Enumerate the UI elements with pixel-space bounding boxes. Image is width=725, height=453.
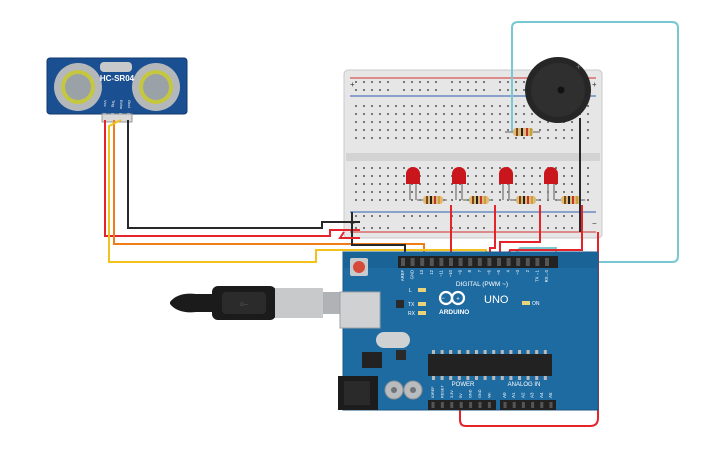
digital-pin-label: 13	[419, 269, 424, 274]
arduino-uno-board: AREF GND 13 12 ~11 ~10 ~9 8 7 ~6 ~5 4 ~3 2 TX→1 RX←0 DI…	[338, 251, 599, 411]
power-pin-label: GND	[478, 389, 482, 398]
digital-pin-label: TX→1	[534, 269, 539, 282]
digital-pin-socket	[429, 258, 434, 266]
digital-pin-socket	[487, 258, 492, 266]
svg-text:+: +	[456, 297, 460, 303]
rail-minus-label-right: −	[592, 219, 597, 228]
digital-pin-socket	[477, 258, 482, 266]
led-resistor-1	[417, 196, 447, 204]
power-pin-label: Vin	[487, 393, 491, 398]
analog-pin-label: A5	[548, 392, 553, 398]
power-pin-label: GND	[469, 389, 473, 398]
analog-pin-label: A2	[520, 392, 525, 398]
power-header-label: POWER	[452, 382, 475, 388]
digital-pin-socket	[439, 258, 444, 266]
digital-pin-label: ~3	[515, 269, 520, 274]
digital-header	[401, 258, 549, 266]
digital-pin-socket	[525, 258, 530, 266]
analog-pin-label: A3	[530, 392, 535, 398]
led-4	[544, 167, 558, 200]
sensor-pin-label: Echo	[119, 100, 124, 110]
analog-pin-label: A1	[511, 392, 516, 398]
digital-pin-socket	[535, 258, 540, 266]
piezo-buzzer: +	[525, 57, 591, 123]
sensor-pin-label: Vcc	[103, 100, 108, 107]
digital-pin-socket	[449, 258, 453, 266]
led-2	[452, 167, 466, 200]
power-pin-label: RESET	[440, 385, 444, 398]
digital-pin-socket	[545, 258, 549, 266]
digital-pin-socket	[516, 258, 521, 266]
buzzer-plus-mark: +	[576, 62, 581, 72]
analog-pin-labels: A0 A1 A2 A3 A4 A5	[502, 392, 553, 408]
analog-header-label: ANALOG IN	[508, 382, 541, 388]
rail-plus-label-right: +	[592, 80, 597, 89]
digital-pin-label: ~9	[458, 269, 463, 274]
led-3	[499, 167, 513, 200]
sensor-pin-label: Gnd	[127, 100, 132, 108]
svg-text:−: −	[441, 296, 445, 302]
digital-pin-socket	[497, 258, 501, 266]
arduino-model-label: UNO	[484, 294, 509, 306]
on-label: ON	[532, 301, 540, 307]
analog-pin-label: A0	[502, 392, 507, 398]
usb-symbol-icon: ⟜	[240, 297, 249, 310]
led-resistor-3	[510, 196, 540, 204]
power-pin-labels: IOREF RESET 3.3V 5V GND GND Vin	[431, 385, 491, 408]
digital-pin-label: RX←0	[544, 269, 549, 282]
digital-pin-label: GND	[410, 270, 415, 279]
power-pin-label: IOREF	[431, 386, 435, 398]
digital-pin-label: ~11	[438, 269, 443, 276]
led-resistor-2	[463, 196, 493, 204]
atmega-chip-pins	[432, 350, 547, 380]
analog-pin-label: A4	[539, 392, 544, 398]
digital-pin-label: 2	[525, 269, 530, 272]
rx-label: RX	[408, 311, 416, 317]
digital-pin-label: AREF	[400, 270, 405, 282]
sensor-pin-label: Trig	[111, 100, 116, 107]
tx-label: TX	[408, 302, 415, 308]
arduino-logo: − +	[438, 290, 466, 306]
digital-pin-label: ~5	[496, 269, 501, 274]
digital-pin-socket	[410, 258, 415, 266]
digital-pin-label: 8	[467, 269, 472, 272]
power-pin-label: 3.3V	[450, 390, 454, 398]
led-1	[406, 167, 420, 200]
digital-pin-socket	[458, 258, 463, 266]
sensor-model-label: HC-SR04	[100, 74, 135, 83]
digital-pin-label: 4	[506, 269, 511, 272]
power-pin-label: 5V	[459, 393, 463, 398]
digital-pin-label: 12	[429, 269, 434, 274]
buzzer-resistor	[505, 128, 540, 136]
digital-pin-label: ~6	[486, 269, 491, 274]
digital-pin-label: 7	[477, 269, 482, 272]
led-l-label: L	[409, 288, 412, 294]
digital-pin-label: ~10	[448, 269, 453, 277]
rail-plus-label: +	[350, 80, 355, 89]
arduino-brand-label: ARDUINO	[439, 309, 469, 316]
digital-pin-socket	[401, 258, 405, 266]
usb-cable: ⟜	[170, 286, 343, 320]
digital-pin-socket	[468, 258, 473, 266]
digital-pin-socket	[420, 258, 425, 266]
digital-pin-labels: AREF GND 13 12 ~11 ~10 ~9 8 7 ~6 ~5 4 ~3 2 TX→1 RX←0	[400, 269, 549, 282]
digital-pin-socket	[506, 258, 511, 266]
digital-header-label: DIGITAL (PWM ~)	[456, 281, 508, 288]
